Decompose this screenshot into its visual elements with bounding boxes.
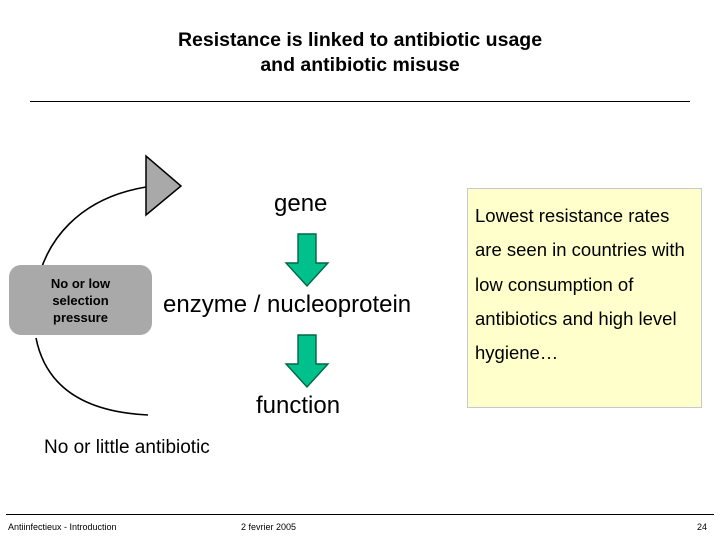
down-arrow-enzyme-to-function-icon bbox=[284, 334, 330, 389]
flow-step-function: function bbox=[256, 392, 341, 419]
down-arrow-shape-1 bbox=[284, 233, 330, 288]
flow-step-gene: gene bbox=[274, 190, 328, 217]
footer-divider bbox=[6, 514, 714, 515]
flow-step-enzyme-nucleoprotein: enzyme / nucleoprotein bbox=[163, 291, 412, 318]
callout-box: Lowest resistance rates are seen in coun… bbox=[467, 188, 702, 408]
no-or-little-antibiotic-caption: No or little antibiotic bbox=[44, 437, 210, 458]
page-title-line-1: Resistance is linked to antibiotic usage bbox=[177, 29, 543, 51]
cycle-arrowhead-triangle-icon bbox=[145, 154, 183, 217]
page-title: Resistance is linked to antibiotic usage… bbox=[30, 28, 690, 78]
down-arrow-gene-to-enzyme-icon bbox=[284, 233, 330, 288]
selection-pressure-line-1: No or low bbox=[50, 275, 111, 291]
selection-pressure-box: No or low selection pressure bbox=[9, 265, 152, 335]
title-divider bbox=[30, 101, 690, 102]
footer-date-label: 2 fevrier 2005 bbox=[241, 522, 297, 532]
selection-pressure-line-2: selection bbox=[52, 292, 109, 308]
footer-course-label: Antiinfectieux - Introduction bbox=[8, 522, 117, 532]
footer-page-number: 24 bbox=[697, 522, 708, 532]
down-arrow-shape-2 bbox=[284, 334, 330, 389]
selection-pressure-line-3: pressure bbox=[53, 309, 108, 325]
cycle-arc-lower-path bbox=[35, 337, 149, 416]
page-title-line-2: and antibiotic misuse bbox=[260, 54, 460, 76]
